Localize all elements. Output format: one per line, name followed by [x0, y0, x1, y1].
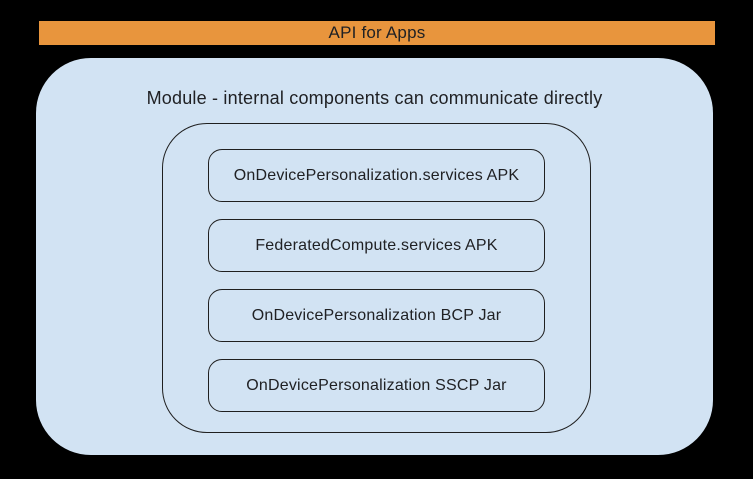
api-for-apps-banner: API for Apps	[39, 21, 715, 45]
component-box-odp-sscp-jar: OnDevicePersonalization SSCP Jar	[208, 359, 545, 412]
component-label-odp-services-apk: OnDevicePersonalization.services APK	[233, 166, 520, 184]
module-title: Module - internal components can communi…	[146, 88, 603, 108]
component-label-federatedcompute-services-apk: FederatedCompute.services APK	[255, 236, 498, 254]
component-box-odp-bcp-jar: OnDevicePersonalization BCP Jar	[208, 289, 545, 342]
api-for-apps-label: API for Apps	[328, 23, 426, 42]
module-components-group: OnDevicePersonalization.services APK Fed…	[162, 123, 591, 433]
component-label-odp-bcp-jar: OnDevicePersonalization BCP Jar	[251, 306, 502, 324]
module-container: Module - internal components can communi…	[36, 58, 713, 455]
component-box-federatedcompute-services-apk: FederatedCompute.services APK	[208, 219, 545, 272]
component-label-odp-sscp-jar: OnDevicePersonalization SSCP Jar	[246, 376, 507, 394]
component-box-odp-services-apk: OnDevicePersonalization.services APK	[208, 149, 545, 202]
